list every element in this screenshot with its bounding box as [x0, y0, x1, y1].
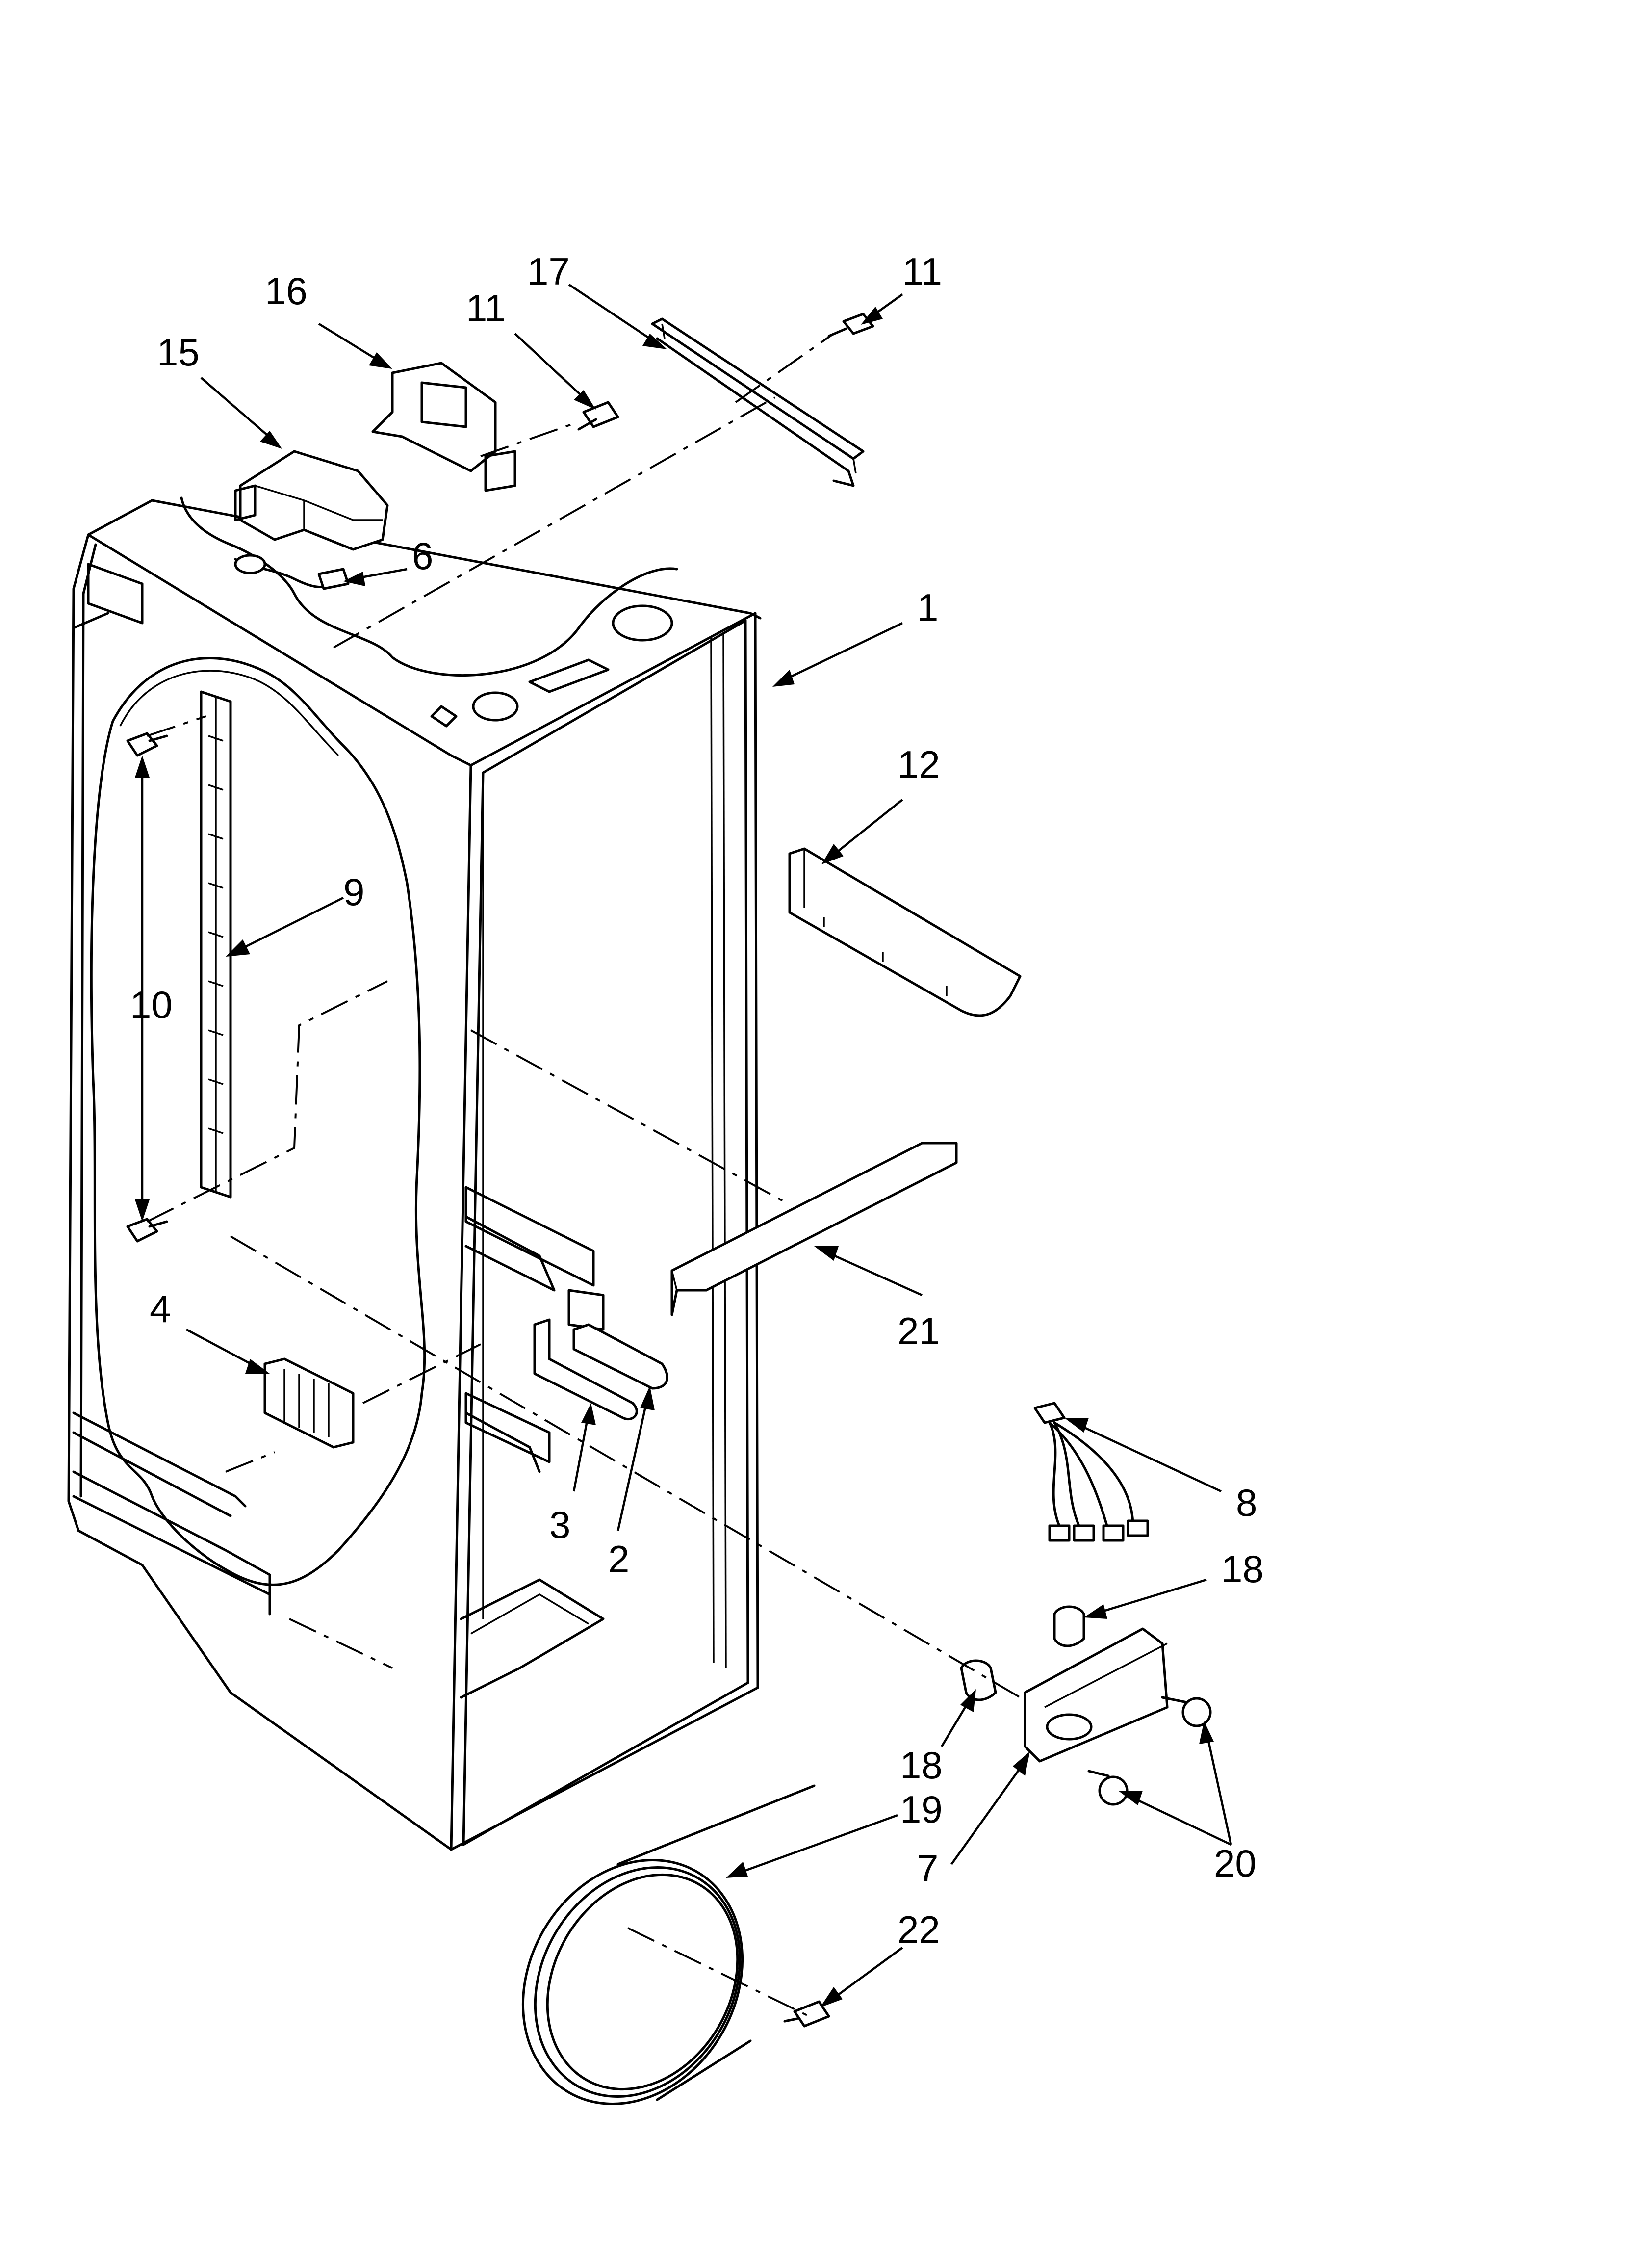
bracket-16: [371, 362, 516, 492]
light-housing-7: [1024, 1627, 1169, 1763]
wire-harness-8: [1033, 1402, 1149, 1542]
callout-10: 10: [130, 983, 173, 1026]
callout-16: 16: [265, 269, 308, 313]
callout-22: 22: [898, 1908, 940, 1951]
light-module-4: [263, 1357, 355, 1449]
callout-11-left: 11: [466, 287, 506, 330]
callout-21: 21: [898, 1309, 940, 1353]
screw-11-left: [577, 401, 619, 431]
callout-11-right: 11: [902, 250, 942, 293]
callout-6: 6: [412, 534, 433, 577]
callout-18-top: 18: [1221, 1547, 1264, 1590]
callout-2: 2: [608, 1538, 629, 1581]
plug-20-bottom: [1087, 1770, 1129, 1806]
bracket-21: [670, 1142, 958, 1316]
guide-2: [572, 1323, 668, 1390]
callout-9: 9: [343, 870, 364, 913]
screw-10-bottom: [126, 1218, 168, 1243]
callout-labels: 1 2 3 4 6 7 8 9 10 11 11 12 15 16 17 18 …: [130, 250, 1264, 1951]
control-housing-15: [234, 450, 389, 551]
callout-20: 20: [1214, 1842, 1257, 1885]
screw-22: [783, 2000, 830, 2028]
socket-18-top: [1053, 1605, 1085, 1647]
callout-19: 19: [900, 1788, 943, 1831]
leader-lines: [135, 284, 1232, 2007]
callout-3: 3: [549, 1503, 570, 1546]
callout-17: 17: [527, 250, 570, 293]
callout-18-bottom: 18: [900, 1744, 943, 1787]
screw-10-top: [126, 732, 168, 757]
plug-20-top: [1161, 1696, 1212, 1727]
vertical-rail: [200, 690, 232, 1199]
thermistor-6: [234, 554, 350, 590]
callout-12: 12: [898, 743, 940, 786]
screw-11-right: [827, 313, 874, 338]
cabinet-liner: [67, 496, 762, 1851]
callout-8: 8: [1236, 1481, 1257, 1524]
assembly-lines: [147, 333, 1021, 2017]
callout-7: 7: [917, 1847, 938, 1890]
guide-3: [533, 1318, 638, 1421]
tube-coil-19: [521, 1784, 816, 2105]
rail-17: [651, 317, 865, 487]
callout-4: 4: [150, 1287, 171, 1330]
callout-15: 15: [157, 331, 200, 374]
callout-1: 1: [917, 586, 938, 629]
shelf-12: [788, 847, 1022, 1017]
